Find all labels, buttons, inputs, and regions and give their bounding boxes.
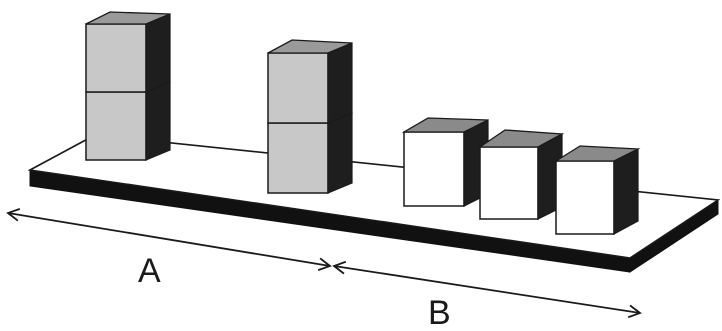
- cube-a1-top: [85, 11, 171, 93]
- block-b2: [477, 129, 565, 220]
- block-b3: [553, 145, 641, 236]
- cube-a2-bottom: [267, 112, 353, 194]
- block-b1: [401, 117, 489, 207]
- label-a: A: [138, 252, 161, 290]
- block-stack-a1: [85, 11, 171, 161]
- block-stack-a2: [267, 39, 353, 194]
- label-b: B: [428, 294, 451, 331]
- dimension-arrow-a: [6, 208, 332, 271]
- dimension-arrow-b: [332, 260, 642, 319]
- cube-a2-top: [267, 39, 353, 124]
- board-top-surface: [27, 134, 721, 259]
- cube-a1-bottom: [85, 81, 171, 161]
